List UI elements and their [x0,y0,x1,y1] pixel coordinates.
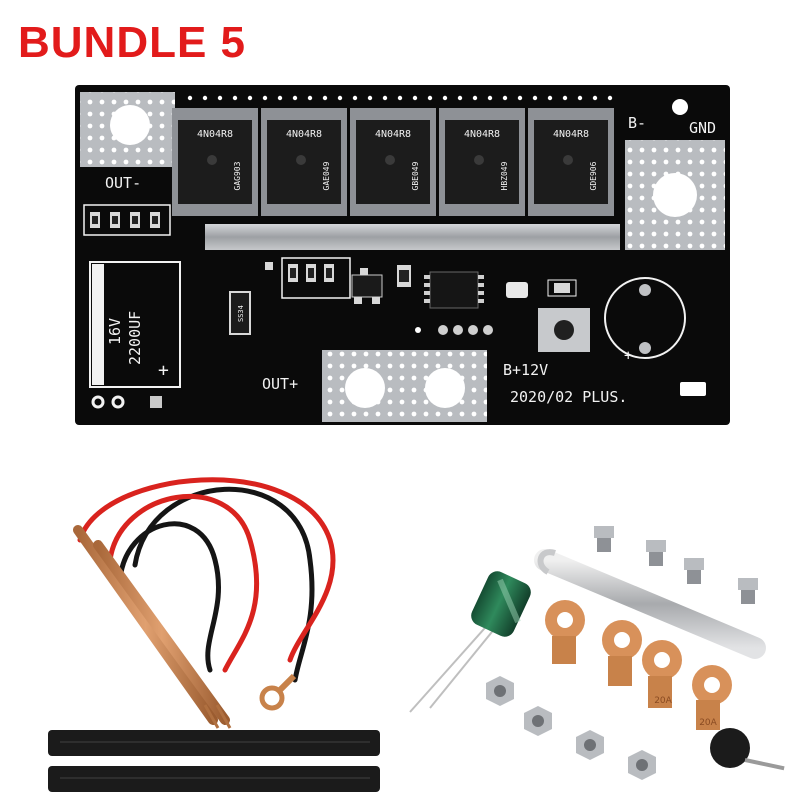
cap-polarity-label: + [158,360,169,381]
mosfet-4: 4N04R8 HBZ049 [439,108,525,216]
label-out-plus: OUT+ [262,375,298,393]
cap-voltage-label: 16V [106,318,124,345]
screws [594,526,758,604]
screw [594,526,614,552]
mosfet-1-bottom: GAG903 [233,161,242,190]
label-b-minus: B- [628,114,646,132]
mosfet-3-bottom: GBE049 [411,161,420,190]
screw [738,578,758,604]
ring-terminal-marking-2: 20A [699,718,717,728]
label-gnd: GND [689,119,716,137]
hex-nuts [486,676,656,780]
ring-terminal: 20A [642,640,682,708]
ring-terminal [602,620,642,686]
welding-wires [77,477,336,683]
mosfet-2-top: 4N04R8 [286,129,322,140]
electrolytic-capacitor [409,571,531,713]
round-cap-footprint: + [604,277,686,364]
mosfet-3: 4N04R8 GBE049 [350,108,436,216]
mosfet-row: 4N04R8 GAG903 4N04R8 GAE049 4N04R8 GBE04… [172,108,614,216]
screw [646,540,666,566]
ring-terminal: 20A [692,665,732,730]
mosfet-1-top: 4N04R8 [197,129,233,140]
label-out-minus: OUT- [105,174,141,192]
ring-terminal-marking: 20A [654,696,672,706]
round-cap-polarity: + [624,348,632,364]
hex-nut [524,706,552,736]
mosfet-3-top: 4N04R8 [375,129,411,140]
mosfet-2-bottom: GAE049 [322,161,331,190]
product-title: BUNDLE 5 [18,18,247,67]
heat-shrink-tubes [48,730,380,792]
capacitor-footprint: 16V 2200UF + [89,261,181,388]
pcb-board: 4N04R8 GAG903 4N04R8 GAE049 4N04R8 GBE04… [75,85,730,425]
ring-terminals: 20A 20A [545,600,732,730]
buzzer [710,728,785,771]
mosfet-4-top: 4N04R8 [464,129,500,140]
label-revision: 2020/02 PLUS. [510,388,627,406]
ring-terminal [545,600,585,664]
mosfet-2: 4N04R8 GAE049 [261,108,347,216]
mosfet-5-bottom: GDE906 [589,161,598,190]
spot-weld-pens [73,525,232,729]
diode-marking: SS34 [237,305,245,322]
mosfet-4-bottom: HBZ049 [500,161,509,190]
hex-nut [486,676,514,706]
label-b-plus: B+12V [503,361,548,379]
hex-nut [628,750,656,780]
diode: SS34 [229,291,251,335]
screw [684,558,704,584]
cap-capacity-label: 2200UF [126,311,144,365]
wire-ring-terminal [259,673,297,711]
ic-chip [424,271,484,309]
hex-nut [576,730,604,760]
mosfet-1: 4N04R8 GAG903 [172,108,258,216]
smd-resistors-left [83,204,171,236]
tact-button [538,308,590,352]
busbar-strip [534,549,766,659]
mosfet-5-top: 4N04R8 [553,129,589,140]
mosfet-5: 4N04R8 GDE906 [528,108,614,216]
